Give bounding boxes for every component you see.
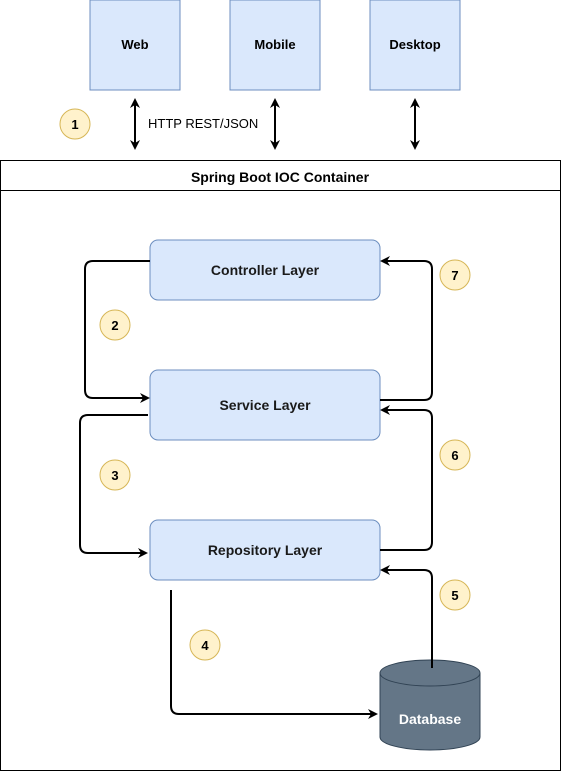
repository-layer-box: Repository Layer [149, 519, 381, 581]
step-number-4: 4 [201, 638, 209, 653]
step-number-6: 6 [451, 448, 458, 463]
client-mobile-box: Mobile [229, 0, 321, 91]
step-number-7: 7 [451, 268, 458, 283]
container-title: Spring Boot IOC Container [191, 169, 370, 185]
step-number-3: 3 [111, 468, 118, 483]
step-badge-3: 3 [99, 459, 131, 491]
step-number-1: 1 [71, 117, 78, 132]
step-badge-7: 7 [439, 259, 471, 291]
step-badge-2: 2 [99, 309, 131, 341]
client-mobile-label: Mobile [254, 37, 295, 52]
step-number-2: 2 [111, 318, 118, 333]
client-desktop-box: Desktop [369, 0, 461, 91]
flow-database-to-repository [380, 565, 433, 668]
database-label: Database [399, 711, 461, 727]
database-cylinder: Database [379, 659, 481, 751]
service-layer-box: Service Layer [149, 369, 381, 441]
flow-repository-to-service [380, 405, 433, 551]
flow-repository-to-database [170, 590, 378, 719]
step-number-5: 5 [451, 588, 458, 603]
repository-layer-label: Repository Layer [208, 542, 323, 558]
client-desktop-label: Desktop [389, 37, 440, 52]
controller-layer-box: Controller Layer [149, 239, 381, 301]
step-badge-1: 1 [59, 108, 91, 140]
client-web-label: Web [121, 37, 148, 52]
client-web-box: Web [89, 0, 181, 91]
step-badge-4: 4 [189, 629, 221, 661]
flow-controller-to-service [84, 260, 150, 403]
protocol-label: HTTP REST/JSON [148, 116, 258, 131]
step-badge-5: 5 [439, 579, 471, 611]
flow-service-to-repository [79, 414, 148, 558]
flow-service-to-controller [380, 256, 433, 401]
service-layer-label: Service Layer [219, 397, 311, 413]
step-badge-6: 6 [439, 439, 471, 471]
controller-layer-label: Controller Layer [211, 262, 320, 278]
